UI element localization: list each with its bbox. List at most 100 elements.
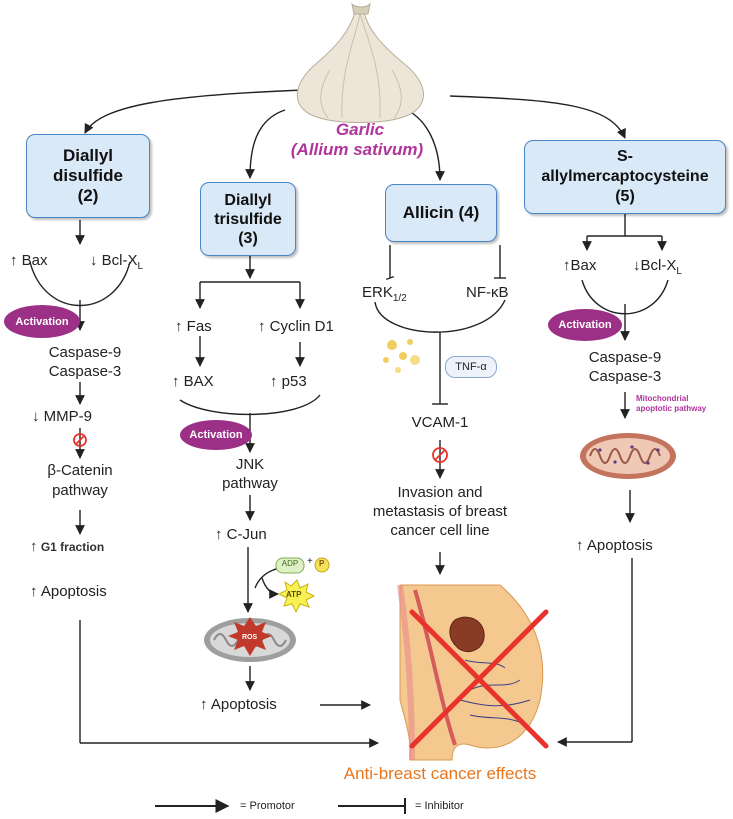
bclxl-text: Bcl-X [640, 257, 677, 274]
vcam-1-label: VCAM-1 [411, 414, 469, 431]
up-arrow-icon [270, 373, 278, 390]
caspase-9-label: Caspase-9 [588, 349, 662, 366]
erk-text: ERK [362, 284, 393, 301]
cyclin-text: Cyclin D1 [269, 318, 334, 335]
apoptosis-text: Apoptosis [40, 583, 107, 600]
up-arrow-icon [215, 526, 223, 543]
invasion-line-3: cancer cell line [390, 522, 490, 539]
up-bax-label: Bax [10, 252, 48, 269]
pathway-label: pathway [222, 475, 278, 492]
jnk-label: JNK [235, 456, 265, 473]
caspase-3-label: Caspase-3 [48, 363, 122, 380]
up-arrow-icon [258, 318, 266, 335]
tnf-text: TNF-α [455, 361, 487, 373]
p53-text: p53 [281, 373, 307, 390]
compound-name-line: disulfide [53, 166, 123, 185]
bax-text: Bax [21, 252, 48, 269]
compound-box-diallyl-trisulfide: Diallyl trisulfide (3) [200, 182, 296, 256]
down-bclxl-label: ↓ Bcl-XL [90, 252, 143, 272]
activation-badge: Activation [180, 420, 252, 450]
down-arrow-icon: ↓ [633, 257, 641, 274]
adp-pill-icon [275, 557, 305, 574]
mitochondrion-ros-icon [204, 617, 296, 662]
mmp9-text: MMP-9 [43, 408, 93, 425]
bax-text: Bax [570, 257, 597, 274]
compound-name: Allicin (4) [402, 203, 480, 222]
up-apoptosis-label: Apoptosis [200, 696, 277, 713]
up-arrow-icon [172, 373, 180, 390]
tnf-alpha-badge: TNF-α [445, 356, 497, 378]
up-arrow-icon [576, 537, 584, 554]
phosphate-label: P [319, 559, 325, 568]
up-arrow-icon [200, 696, 208, 713]
compound-name-line: allylmercaptocysteine [541, 168, 709, 185]
activation-badge: Activation [4, 305, 80, 338]
g1-text: G1 fraction [40, 540, 105, 554]
compound-box-diallyl-disulfide: Diallyl disulfide (2) [26, 134, 150, 218]
down-bclxl-label: ↓Bcl-XL [633, 257, 682, 277]
apoptosis-text: Apoptosis [586, 537, 653, 554]
caspase-9-label: Caspase-9 [48, 344, 122, 361]
compound-name-line: S- [617, 148, 633, 165]
apoptotic-pathway-label: apoptotic pathway [636, 404, 707, 413]
up-arrow-icon [563, 257, 571, 274]
compound-number: (2) [77, 186, 99, 205]
compound-box-allicin: Allicin (4) [385, 184, 497, 242]
up-arrow-icon [30, 538, 38, 555]
compound-name-line: trisulfide [214, 210, 282, 228]
bclxl-text: Bcl-X [101, 252, 138, 269]
apoptosis-text: Apoptosis [210, 696, 277, 713]
pathway-label: pathway [52, 482, 108, 499]
up-arrow-icon [30, 583, 38, 600]
fas-text: Fas [186, 318, 212, 335]
up-p53-label: p53 [270, 373, 307, 390]
legend-promotor: = Promotor [240, 800, 295, 812]
compound-name-line: Diallyl [62, 146, 114, 165]
erk-label: ERK1/2 [362, 284, 407, 304]
erk-subscript: 1/2 [392, 293, 407, 304]
up-g1-fraction-label: G1 fraction [30, 538, 104, 555]
invasion-line-1: Invasion and [397, 484, 483, 501]
compound-name-line: Diallyl [224, 191, 272, 209]
cjun-text: C-Jun [226, 526, 267, 543]
adp-label: ADP [281, 559, 299, 568]
up-bax-label: BAX [172, 373, 214, 390]
plus-label: + [307, 556, 313, 567]
down-mmp9-label: ↓ MMP-9 [32, 408, 92, 425]
no-symbol-icon [73, 433, 87, 447]
compound-box-s-allylmercaptocysteine: S- allylmercaptocysteine (5) [524, 140, 726, 214]
atp-burst-icon [277, 579, 316, 614]
title-allium-sativum: (Allium sativum) [290, 140, 424, 159]
anti-breast-cancer-caption: Anti-breast cancer effects [343, 764, 537, 783]
up-arrow-icon [10, 252, 18, 269]
atp-label: ATP [286, 590, 302, 599]
down-arrow-icon: ↓ [90, 252, 98, 269]
cytokine-particles-icon [383, 339, 420, 373]
nfkb-label: NF-κB [466, 284, 509, 301]
up-fas-label: Fas [175, 318, 212, 335]
up-cyclin-d1-label: Cyclin D1 [258, 318, 334, 335]
no-symbol-icon [432, 447, 448, 463]
down-arrow-icon: ↓ [32, 408, 40, 425]
beta-catenin-label: β-Catenin [47, 462, 113, 479]
bax-text: BAX [183, 373, 214, 390]
invasion-line-2: metastasis of breast [372, 503, 508, 520]
up-apoptosis-label: Apoptosis [30, 583, 107, 600]
mitochondrion-icon [580, 433, 676, 479]
caspase-3-label: Caspase-3 [588, 368, 662, 385]
compound-number: (5) [615, 188, 635, 205]
red-cross-icon [409, 609, 549, 749]
activation-badge: Activation [548, 309, 622, 341]
compound-number: (3) [238, 229, 258, 247]
bclxl-subscript: L [137, 261, 144, 272]
title-garlic: Garlic [335, 120, 385, 139]
up-c-jun-label: C-Jun [215, 526, 267, 543]
up-bax-label: Bax [563, 257, 596, 274]
legend-inhibitor: = Inhibitor [415, 800, 464, 812]
mitochondrial-label: Mitochondrial [636, 394, 689, 403]
phosphate-icon [314, 557, 330, 573]
ros-label: ROS [242, 634, 258, 641]
up-arrow-icon [175, 318, 183, 335]
up-apoptosis-label: Apoptosis [576, 537, 653, 554]
